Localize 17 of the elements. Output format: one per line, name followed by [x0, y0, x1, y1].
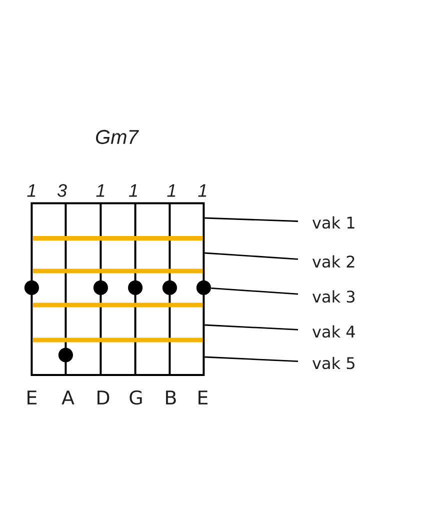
- leader-line: [204, 356, 298, 362]
- leader-line: [211, 288, 298, 295]
- fret-label: vak 2: [312, 255, 354, 268]
- leader-line: [204, 217, 298, 222]
- fret-label: vak 3: [312, 290, 355, 303]
- fret-label: vak 1: [312, 216, 354, 229]
- fret-label: vak 5: [312, 356, 354, 370]
- finger-dot: [196, 280, 211, 295]
- string-name: E: [28, 390, 36, 404]
- finger-number: 1: [27, 184, 36, 197]
- fret-label: vak 4: [312, 325, 355, 338]
- chord-title: Gm7: [96, 130, 139, 144]
- leader-line: [204, 252, 298, 260]
- leader-line: [204, 324, 298, 330]
- string-name: E: [198, 390, 208, 404]
- finger-number: 1: [198, 184, 206, 197]
- fretboard: [30, 202, 205, 376]
